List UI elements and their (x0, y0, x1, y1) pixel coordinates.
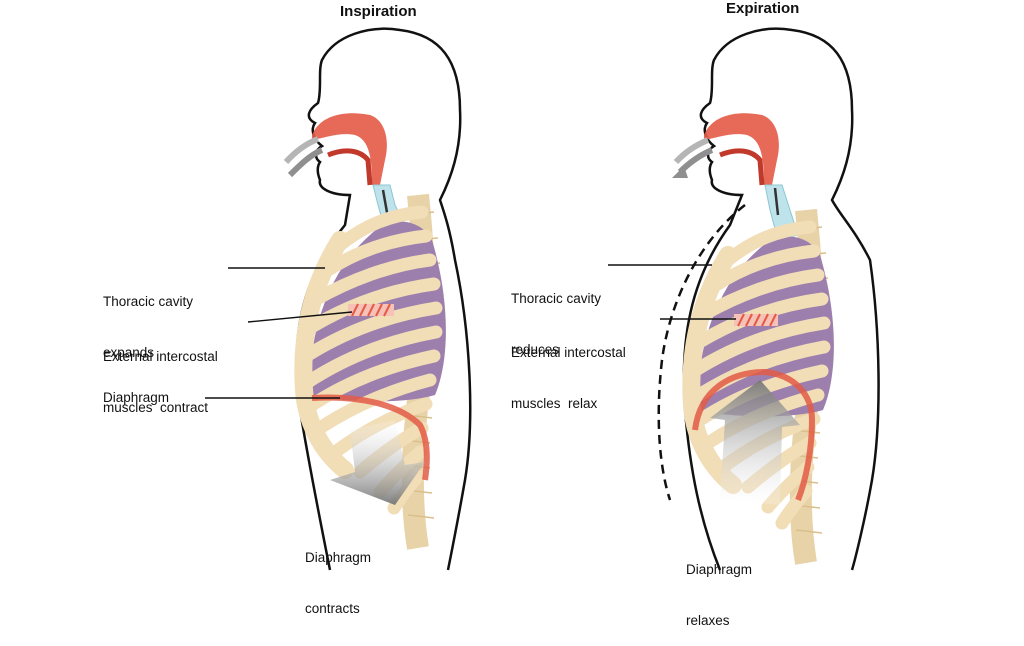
inspiration-title: Inspiration (340, 3, 417, 20)
diaphragm-relaxed (692, 368, 816, 502)
intercostal-label-line2: muscles relax (511, 396, 598, 411)
nasal-cavity (312, 113, 387, 185)
thoracic-cavity-label-line2: reduces (511, 342, 560, 357)
diaphragm-contracts-label: Diaphragm contracts (305, 515, 371, 634)
air-in-arrow-2 (283, 136, 320, 165)
intercostal-label: External intercostal muscles relax (511, 310, 626, 429)
diaphragm-label: Diaphragm (103, 390, 170, 405)
intercostal-label-line2: muscles contract (103, 400, 209, 415)
oral-airway (327, 148, 373, 186)
diaphragm-contracted (311, 394, 430, 481)
intercostal-label-line1: External intercostal (103, 349, 218, 364)
diaphragm-relaxes-label: Diaphragm relaxes (686, 527, 752, 646)
thoracic-cavity-label-line2: expands (103, 345, 155, 360)
intercostal-label-line1: External intercostal (511, 345, 626, 360)
body-outline (682, 27, 880, 571)
nasal-cavity (704, 113, 779, 185)
air-in-arrow-1 (287, 147, 324, 178)
diaphragm-contracts-line2: contracts (305, 601, 360, 616)
diaphragm-up-arrow (710, 380, 800, 505)
intercostal-label: External intercostal muscles contract (103, 314, 218, 433)
diaphragm-contracts-line1: Diaphragm (305, 550, 372, 565)
respiration-diagram (205, 27, 880, 576)
diaphragm-down-arrow (330, 420, 425, 505)
diaphragm-relaxes-line2: relaxes (686, 613, 730, 628)
thoracic-cavity-label: Thoracic cavity expands (103, 259, 193, 378)
thoracic-cavity-label-line1: Thoracic cavity (511, 291, 602, 306)
intercostal-muscles-contract (348, 303, 394, 317)
inspiration-figure (205, 27, 472, 571)
expiration-figure (608, 27, 880, 571)
expanded-outline-dashed (657, 204, 746, 501)
intercostal-muscles-relax (734, 313, 778, 327)
thoracic-cavity-label: Thoracic cavity reduces (511, 256, 601, 375)
expiration-title: Expiration (726, 0, 800, 17)
thoracic-cavity-label-line1: Thoracic cavity (103, 294, 194, 309)
air-out-arrow-2 (673, 137, 710, 165)
oral-airway (719, 148, 765, 186)
diaphragm-relaxes-line1: Diaphragm (686, 562, 753, 577)
